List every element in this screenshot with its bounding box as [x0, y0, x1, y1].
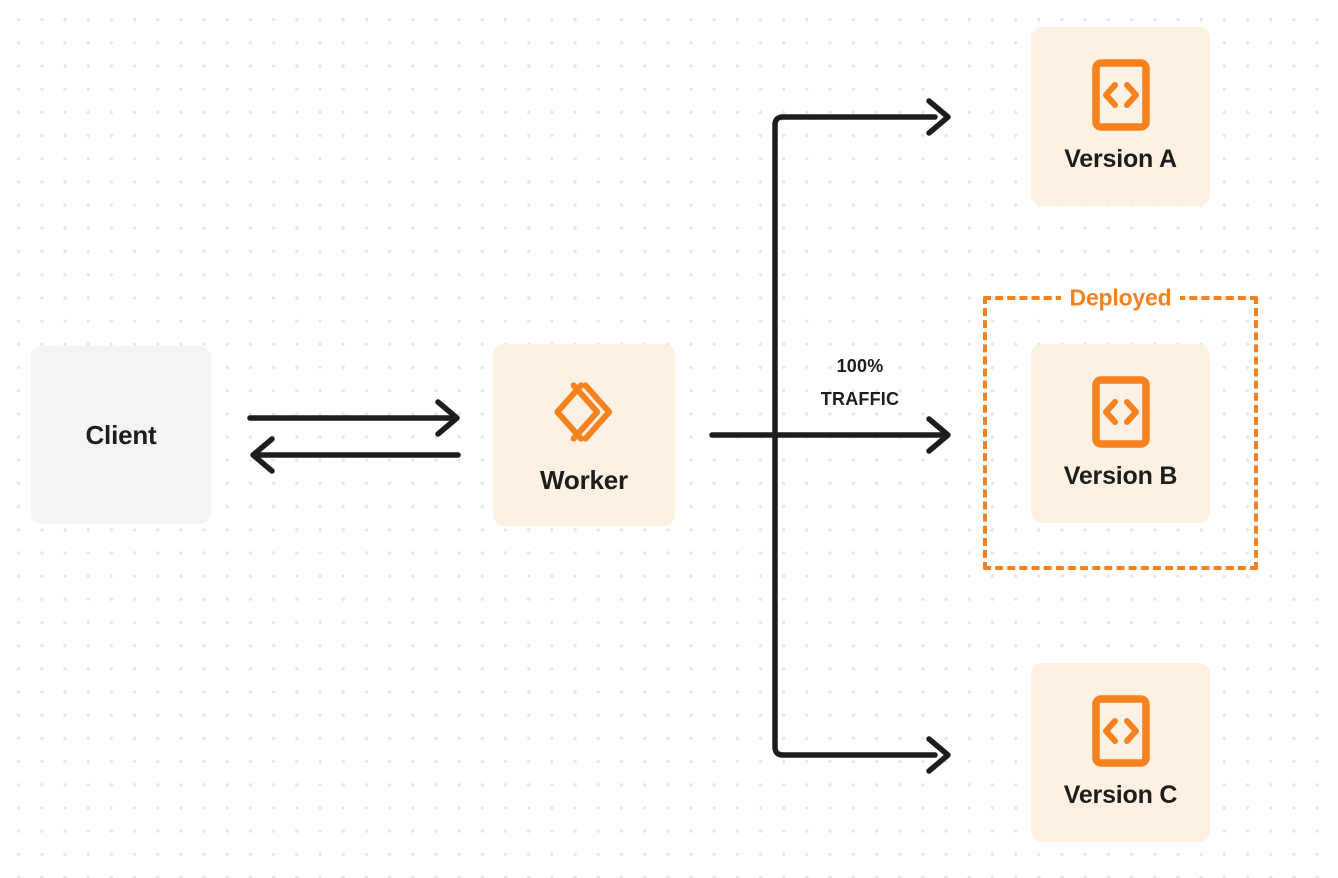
- code-file-icon: [1091, 695, 1150, 767]
- node-worker[interactable]: Worker: [493, 344, 675, 526]
- node-version-a[interactable]: Version A: [1031, 27, 1210, 206]
- edge-worker-to-client: [250, 436, 461, 474]
- code-file-icon: [1091, 376, 1150, 448]
- edge-trunk-branches: [772, 98, 951, 774]
- traffic-percent: 100%: [836, 356, 884, 376]
- deployed-group-box: Deployed: [983, 286, 1258, 570]
- traffic-label: 100% TRAFFIC: [790, 350, 930, 417]
- client-label: Client: [85, 419, 157, 450]
- node-version-b[interactable]: Version B: [1031, 344, 1210, 523]
- version-c-label: Version C: [1063, 781, 1178, 809]
- node-client[interactable]: Client: [31, 346, 211, 524]
- version-b-label: Version B: [1063, 462, 1178, 490]
- workers-logo-icon: [547, 375, 621, 449]
- node-version-c[interactable]: Version C: [1031, 663, 1210, 842]
- edge-client-to-worker: [247, 399, 460, 437]
- version-a-label: Version A: [1064, 145, 1177, 173]
- traffic-word: TRAFFIC: [820, 389, 900, 410]
- code-file-icon: [1091, 59, 1150, 131]
- worker-label: Worker: [540, 464, 628, 495]
- deployed-label: Deployed: [1060, 286, 1181, 310]
- edge-worker-to-version-b: [709, 416, 951, 454]
